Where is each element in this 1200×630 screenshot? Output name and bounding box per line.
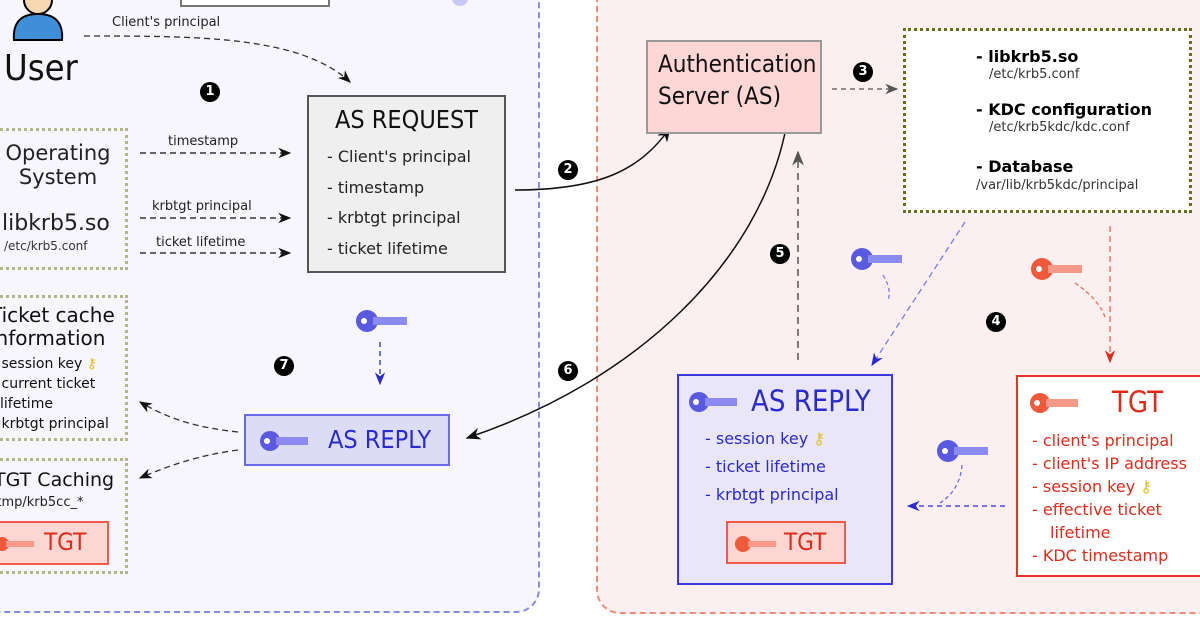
- os-box: Operating System libkrb5.so /etc/krb5.co…: [0, 128, 128, 270]
- lifetime-label: ticket lifetime: [156, 235, 246, 250]
- as-reply-box: AS REPLY - session key ⚷ - ticket lifeti…: [677, 374, 893, 585]
- authentication-server-box: Authentication Server (AS): [646, 40, 822, 134]
- blue-key-icon: [260, 431, 308, 451]
- step-1-badge: 1: [200, 82, 220, 102]
- config-lib: - libkrb5.so: [976, 47, 1079, 66]
- tgt-title: TGT: [1112, 385, 1164, 419]
- as-line2: Server (AS): [658, 82, 781, 110]
- db-to-reply-arrow: [871, 221, 966, 367]
- tgt-item: lifetime: [1050, 523, 1111, 542]
- timestamp-label: timestamp: [168, 134, 239, 149]
- as-request-title: AS REQUEST: [334, 105, 479, 134]
- yellow-key-icon: ⚷: [86, 356, 98, 372]
- tgt-item: - session key ⚷: [1032, 477, 1152, 496]
- tgt-item: - KDC timestamp: [1032, 546, 1169, 565]
- blue-key-icon: [851, 248, 902, 270]
- tgt-caching-box: TGT Caching /tmp/krb5cc_* TGT: [0, 458, 128, 574]
- tgt-box: TGT - client's principal - client's IP a…: [1016, 375, 1200, 577]
- cached-tgt-box: TGT: [0, 521, 109, 565]
- kdc-config-box: - libkrb5.so /etc/krb5.conf - KDC config…: [903, 28, 1192, 213]
- client-as-reply-title: AS REPLY: [328, 425, 432, 454]
- reply-item: - krbtgt principal: [705, 485, 839, 504]
- as-to-client-reply-arrow: [465, 127, 787, 440]
- step-5-badge: 5: [770, 244, 790, 264]
- as-request-item: - ticket lifetime: [327, 239, 448, 258]
- as-request-item: - timestamp: [327, 178, 425, 197]
- step-6-badge: 6: [558, 361, 578, 381]
- blue-key-icon: [689, 392, 737, 412]
- as-request-item: - krbtgt principal: [327, 208, 461, 227]
- reply-tgt-label: TGT: [784, 528, 827, 556]
- top-circle-partial: [452, 0, 468, 6]
- tgt-item: - effective ticket: [1032, 500, 1162, 519]
- caching-title: TGT Caching: [0, 469, 115, 491]
- step-7-badge: 7: [274, 356, 294, 376]
- reply-to-caching-arrow: [138, 449, 239, 479]
- os-title: Operating System: [5, 141, 111, 189]
- red-key-icon: [1030, 393, 1078, 413]
- client-as-reply-box: AS REPLY: [244, 414, 450, 466]
- yellow-key-icon: ⚷: [813, 429, 825, 448]
- as-request-box: AS REQUEST - Client's principal - timest…: [307, 95, 506, 273]
- krbtgt-label: krbtgt principal: [152, 199, 252, 214]
- user-label: User: [4, 48, 78, 89]
- red-key-icon: [1031, 258, 1082, 280]
- principal-arrow: [83, 35, 351, 83]
- os-lib: libkrb5.so: [2, 211, 110, 236]
- step-2-badge: 2: [558, 160, 578, 180]
- tgt-item: - client's principal: [1032, 431, 1174, 450]
- red-key-icon: [735, 536, 776, 552]
- tgt-item: - client's IP address: [1032, 454, 1187, 473]
- blue-key-icon: [937, 440, 988, 462]
- top-box-partial: [180, 0, 330, 7]
- reply-tgt-box: TGT: [726, 521, 846, 564]
- as-reply-title: AS REPLY: [751, 384, 871, 418]
- config-lib-path: /etc/krb5.conf: [989, 67, 1080, 82]
- reply-item: - ticket lifetime: [705, 457, 826, 476]
- cached-tgt-label: TGT: [44, 528, 87, 556]
- config-db: - Database: [976, 157, 1074, 176]
- tgt-items: - client's principal - client's IP addre…: [1032, 429, 1187, 567]
- red-key-icon: [0, 537, 34, 551]
- os-conf: /etc/krb5.conf: [4, 239, 88, 253]
- config-kdc-path: /etc/krb5kdc/kdc.conf: [989, 120, 1130, 135]
- cache-items: - session key ⚷ - current ticket lifetim…: [0, 356, 109, 432]
- yellow-key-icon: ⚷: [1140, 477, 1152, 496]
- principal-label: Client's principal: [112, 15, 221, 30]
- step-4-badge: 4: [986, 312, 1006, 332]
- caching-path: /tmp/krb5cc_*: [0, 495, 84, 510]
- user-icon: [12, 0, 64, 41]
- request-to-as-arrow: [514, 126, 671, 191]
- reply-to-cache-arrow: [138, 401, 239, 433]
- reply-item: - session key ⚷: [705, 429, 825, 448]
- blue-key-icon: [356, 310, 407, 332]
- config-db-path: /var/lib/krb5kdc/principal: [976, 178, 1139, 193]
- as-line1: Authentication: [658, 50, 817, 78]
- step-3-badge: 3: [853, 62, 873, 82]
- as-request-item: - Client's principal: [327, 147, 471, 166]
- config-kdc: - KDC configuration: [976, 100, 1152, 119]
